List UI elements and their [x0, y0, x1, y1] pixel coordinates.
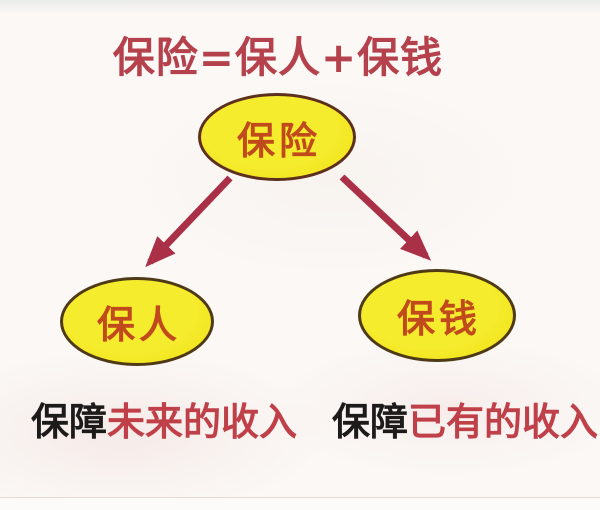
- node-protect-people-label: 保人: [96, 303, 181, 347]
- arrow-root-to-left: [145, 175, 233, 268]
- caption-left-highlight: 未来的收入: [107, 400, 298, 444]
- caption-right-highlight: 已有的收入: [408, 400, 599, 444]
- top-edge-shading: [0, 0, 600, 14]
- node-protect-money-label: 保钱: [396, 297, 481, 341]
- bottom-edge-shading: [0, 498, 600, 510]
- node-insurance: 保险: [198, 93, 356, 181]
- caption-left: 保障未来的收入: [31, 391, 297, 446]
- caption-right-prefix: 保障: [332, 400, 409, 444]
- node-protect-money: 保钱: [358, 269, 516, 362]
- bottom-edge-line: [0, 497, 600, 498]
- diagram-title: 保险=保人+保钱: [112, 33, 444, 82]
- caption-left-prefix: 保障: [31, 400, 108, 444]
- arrow-root-to-right: [339, 174, 432, 261]
- caption-right: 保障已有的收入: [332, 391, 598, 446]
- node-insurance-label: 保险: [236, 118, 321, 163]
- node-protect-people: 保人: [60, 277, 214, 366]
